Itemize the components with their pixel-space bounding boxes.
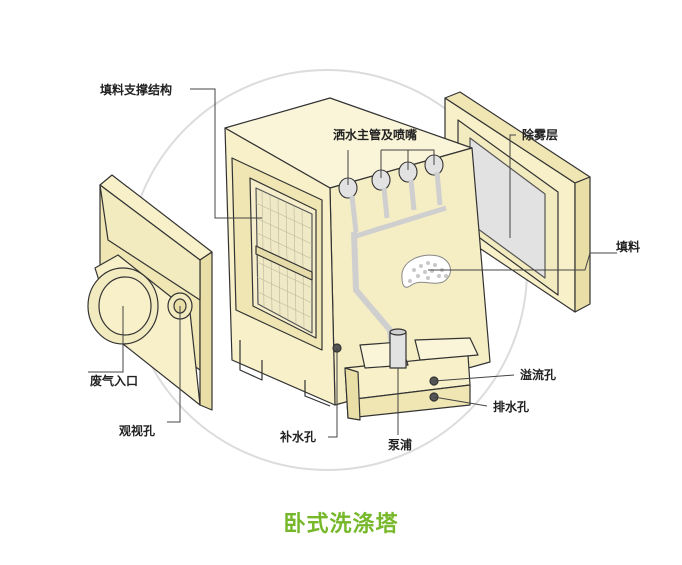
packing-media [401, 254, 451, 288]
label-pump: 泵浦 [388, 438, 413, 452]
label-drain-hole: 排水孔 [493, 400, 530, 414]
diagram-caption: 卧式洗涤塔 [283, 512, 399, 537]
label-makeup-hole: 补水孔 [280, 430, 317, 444]
label-packing: 填料 [616, 240, 641, 254]
gas-inlet-hood [87, 174, 213, 411]
label-packing-support: 填料支撑结构 [100, 83, 173, 97]
leader-lines [88, 88, 617, 438]
label-view-port: 观视孔 [119, 424, 156, 438]
label-overflow-hole: 溢流孔 [520, 368, 557, 382]
water-tank [332, 328, 479, 421]
demister-panel [444, 91, 591, 313]
label-gas-inlet: 废气入口 [90, 374, 139, 388]
label-spray-pipe: 洒水主管及喷嘴 [333, 128, 418, 142]
label-demister: 除雾层 [522, 128, 559, 142]
